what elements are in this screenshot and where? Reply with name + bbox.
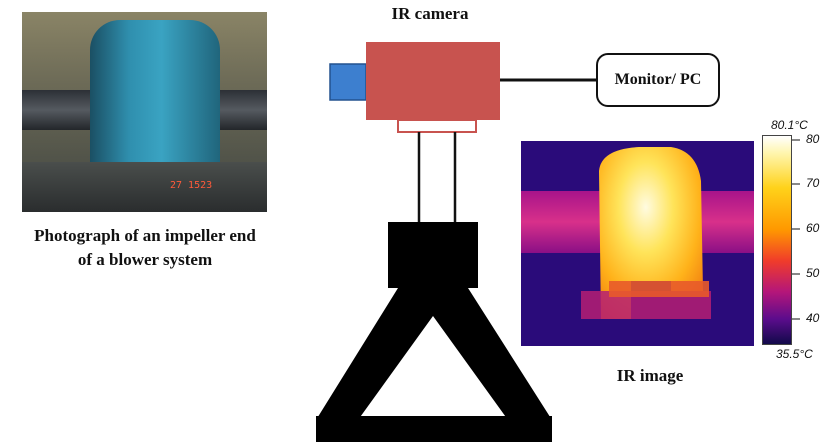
ir-hot-housing — [599, 147, 703, 319]
camera-mount-plate — [397, 119, 477, 133]
camera-lens — [329, 63, 367, 101]
blower-photo: 27 1523 — [22, 12, 267, 212]
photo-caption-line1: Photograph of an impeller end — [34, 226, 256, 245]
ir-image-caption: IR image — [616, 366, 684, 385]
colorbar-tick: 60 — [806, 221, 820, 235]
monitor-pc-box: Monitor/ PC — [596, 53, 720, 107]
colorbar-tick: 80 — [806, 132, 820, 146]
colorbar-tick: 40 — [806, 311, 820, 325]
stand-base — [316, 416, 552, 442]
stand-a-frame — [316, 288, 552, 420]
colorbar-tick: 70 — [806, 176, 820, 190]
colorbar-ticks — [792, 139, 800, 320]
ir-thermal-graphic — [521, 141, 754, 346]
photo-timestamp: 27 1523 — [170, 180, 213, 191]
ir-thermal-image — [521, 141, 754, 346]
camera-body — [366, 42, 500, 120]
stand-head-block — [388, 222, 478, 288]
photo-caption: Photograph of an impeller end of a blowe… — [0, 224, 290, 272]
temperature-colorbar — [762, 135, 792, 345]
colorbar-min-label: 35.5°C — [776, 347, 813, 361]
photo-caption-line2: of a blower system — [77, 250, 213, 269]
colorbar-tick: 50 — [806, 266, 820, 280]
photo-floor — [22, 162, 267, 212]
ir-camera-title: IR camera — [391, 4, 469, 23]
colorbar-max-label: 80.1°C — [771, 118, 808, 132]
